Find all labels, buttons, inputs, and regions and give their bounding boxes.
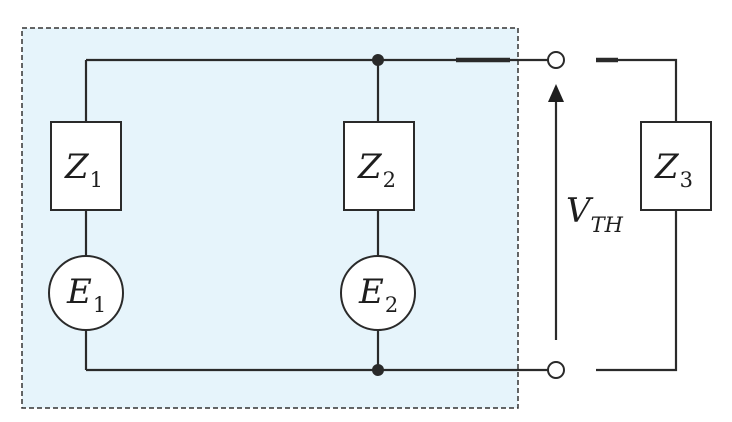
thevenin-network-region: [21, 27, 519, 409]
impedance-z1: Z1: [50, 121, 122, 211]
terminal-bottom: [547, 361, 565, 379]
terminal-top: [547, 51, 565, 69]
voltage-source-e2: E2: [340, 255, 416, 331]
voltage-source-e1: E1: [48, 255, 124, 331]
e1-label: E1: [66, 272, 106, 317]
junction-node-bottom: [372, 364, 384, 376]
impedance-z3: Z3: [640, 121, 712, 211]
z3-label: Z3: [654, 147, 693, 192]
impedance-z2: Z2: [343, 121, 415, 211]
vth-label: VTH: [566, 191, 624, 237]
e2-label: E2: [358, 272, 398, 317]
wire-load-top: [618, 58, 678, 122]
vth-arrow: [548, 84, 564, 340]
wire-load-bottom: [596, 210, 678, 372]
z2-label: Z2: [357, 147, 396, 192]
z1-label: Z1: [64, 147, 103, 192]
junction-node-top: [372, 54, 384, 66]
